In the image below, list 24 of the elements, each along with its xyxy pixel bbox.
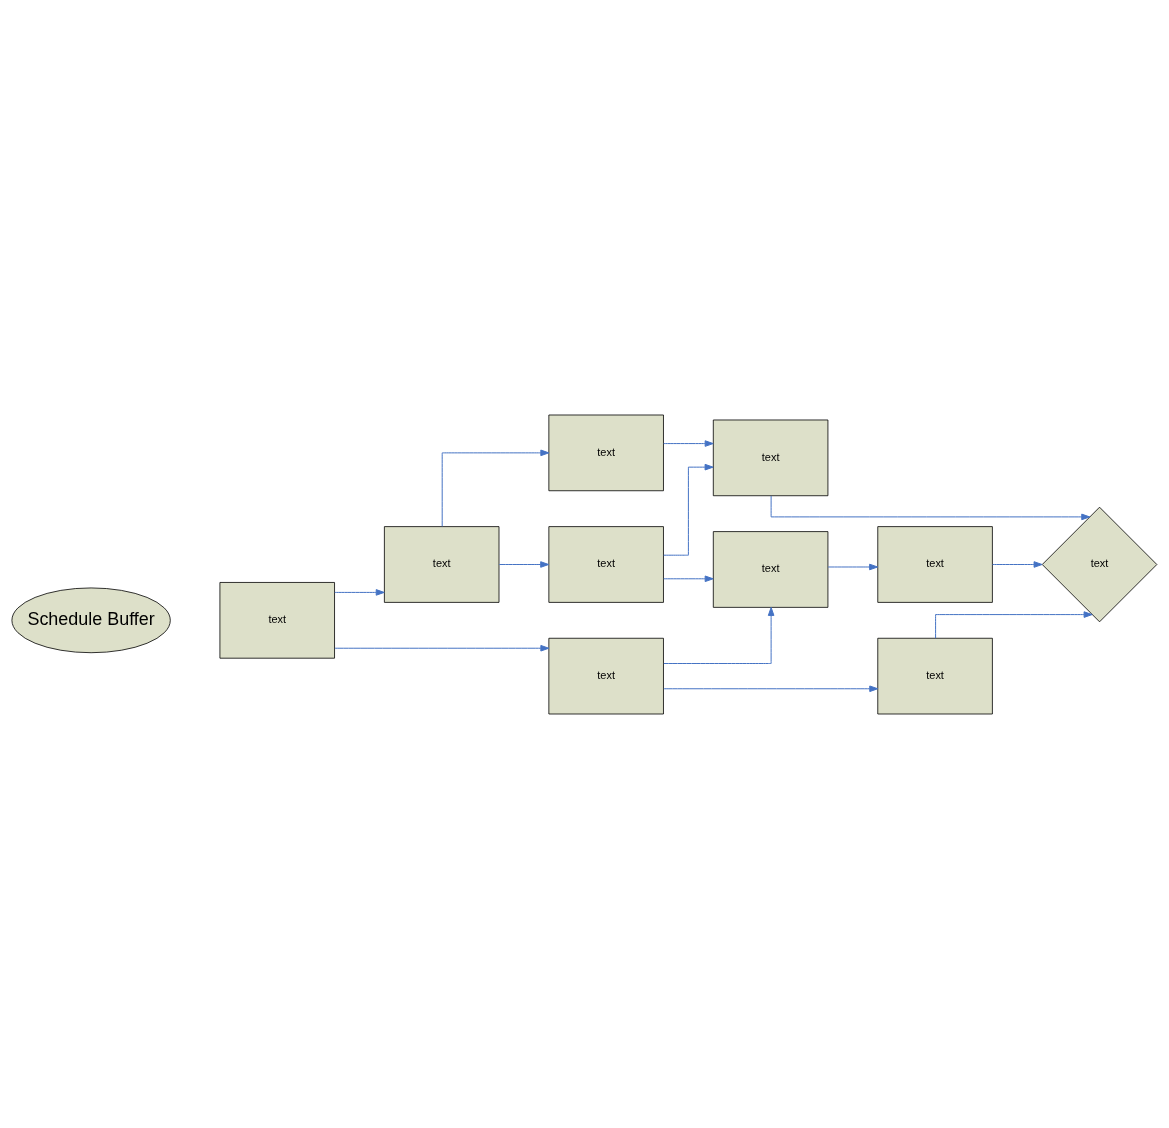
- node-box: text: [219, 581, 335, 659]
- node-box: text: [877, 637, 993, 714]
- node-box: text: [548, 414, 664, 491]
- arrow: [663, 439, 714, 447]
- arrow: [441, 449, 550, 527]
- arrow: [498, 560, 550, 568]
- arrow: [663, 606, 775, 664]
- node-box: text: [712, 419, 829, 496]
- arrow: [827, 563, 879, 570]
- arrow: [992, 560, 1043, 568]
- node-diamond: text: [1041, 506, 1158, 622]
- node-box: text: [548, 525, 664, 603]
- arrow: [935, 610, 1093, 639]
- node-ellipse: Schedule Buffer: [11, 587, 171, 653]
- node-box: text: [548, 637, 664, 714]
- arrow: [663, 463, 714, 556]
- arrow: [663, 684, 879, 692]
- node-box: text: [712, 530, 829, 608]
- arrow: [334, 644, 550, 651]
- node-box: text: [384, 525, 500, 603]
- arrow: [770, 494, 1091, 520]
- arrow: [334, 588, 385, 596]
- arrow: [663, 575, 714, 582]
- node-box: text: [877, 525, 993, 603]
